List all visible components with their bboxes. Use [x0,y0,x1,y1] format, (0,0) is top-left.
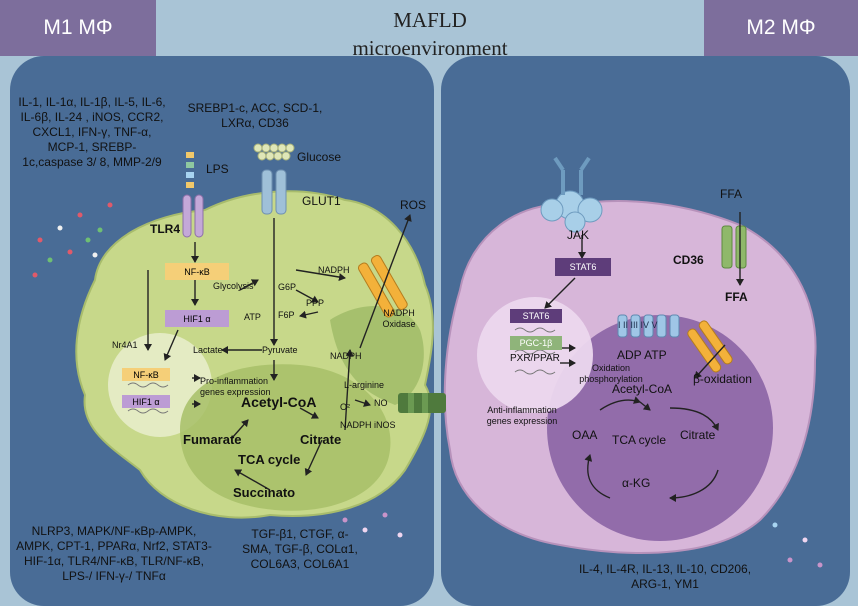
m2-nucleus [477,297,593,413]
fibrosis-markers: TGF-β1, CTGF, α-SMA, TGF-β, COLα1, COL6A… [242,527,358,571]
oxphos-label: Oxidation phosphorylation [579,363,643,384]
lactate-label: Lactate [193,345,223,355]
hif1a-box: HIF1 α [165,310,229,327]
m1-header-label: M1 MΦ [43,16,113,39]
ros-label: ROS [400,198,427,212]
oaa-label: OAA [572,428,598,442]
nadph-top-label: NADPH [318,265,350,275]
lps-label: LPS [206,162,229,176]
pyruvate-label: Pyruvate [262,345,298,355]
title-line-2: microenvironment [352,36,508,60]
nadph-oxidase-label: NADPH Oxidase [382,308,416,329]
m1-acetyl-coa: Acetyl-CoA [241,394,317,410]
succinato-label: Succinato [233,485,296,500]
m2-stat6-box: STAT6 [555,258,611,276]
m2-marker-list: IL-4, IL-4R, IL-13, IL-10, CD206, ARG-1,… [578,562,752,591]
l-arginine-label: L-arginine [344,380,385,390]
m2-acetyl-coa: Acetyl-CoA [612,382,673,396]
m1-mitochondria [180,364,391,511]
ffa-top-label: FFA [720,187,743,201]
diagram-title: MAFLD microenvironment [300,6,560,62]
atp-label: ATP [244,312,261,322]
m1-pathway-list: NLRP3, MAPK/NF-κBp-AMPK, AMPK, CPT-1, PP… [16,524,212,583]
glut1-label: GLUT1 [302,194,341,208]
title-line-1: MAFLD [393,8,467,32]
nucleus-stat6-box: STAT6 [510,309,562,323]
ffa-bottom-label: FFA [725,290,748,304]
o2-label: O² [340,402,350,412]
m1-tca-cycle: TCA cycle [238,452,301,467]
fumarate-label: Fumarate [183,432,242,447]
tlr4-label: TLR4 [150,222,180,236]
nadph-inos-label: NADPH iNOS [340,420,396,430]
m1-cytokine-list: IL-1, IL-1α, IL-1β, IL-5, IL-6, IL-6β, I… [18,95,166,169]
m2-citrate: Citrate [680,428,716,442]
pxr-ppar-label: PXR/PPAR [510,353,560,364]
g6p-label: G6P [278,282,297,292]
m1-citrate: Citrate [300,432,342,447]
beta-oxidation-label: β-oxidation [693,372,752,386]
glucose-label: Glucose [297,150,342,164]
nucleus-hif1a-box: HIF1 α [122,395,170,408]
adp-atp-label: ADP ATP [617,348,667,362]
ppp-label: PPP [306,298,325,308]
no-label: NO [374,398,388,408]
cd36-label: CD36 [673,253,704,267]
f6p-label: F6P [278,310,295,320]
jak-label: JAK [567,228,590,242]
nucleus-nfkb-box: NF-κB [122,368,170,381]
etc-complexes-label: I II III IV V [618,320,658,330]
akg-label: α-KG [622,476,651,490]
m1-lipid-genes: SREBP1-c, ACC, SCD-1, LXRα, CD36 [187,101,323,130]
pgc1b-box: PGC-1β [510,336,562,350]
anti-inflammation-label: Anti-inflammation genes expression [486,405,558,426]
pro-inflammation-label: Pro-inflammation genes expression [200,376,271,397]
m2-tca-cycle: TCA cycle [612,433,667,447]
m2-header-label: M2 MΦ [746,16,816,39]
nfkb-box: NF-κB [165,263,229,280]
nr4a1-label: Nr4A1 [112,340,138,350]
glycolysis-label: Glycolysis [213,281,254,291]
m1-header: M1 MΦ [0,0,156,56]
nadph-mid-label: NADPH [330,351,362,361]
m2-header: M2 MΦ [704,0,858,56]
